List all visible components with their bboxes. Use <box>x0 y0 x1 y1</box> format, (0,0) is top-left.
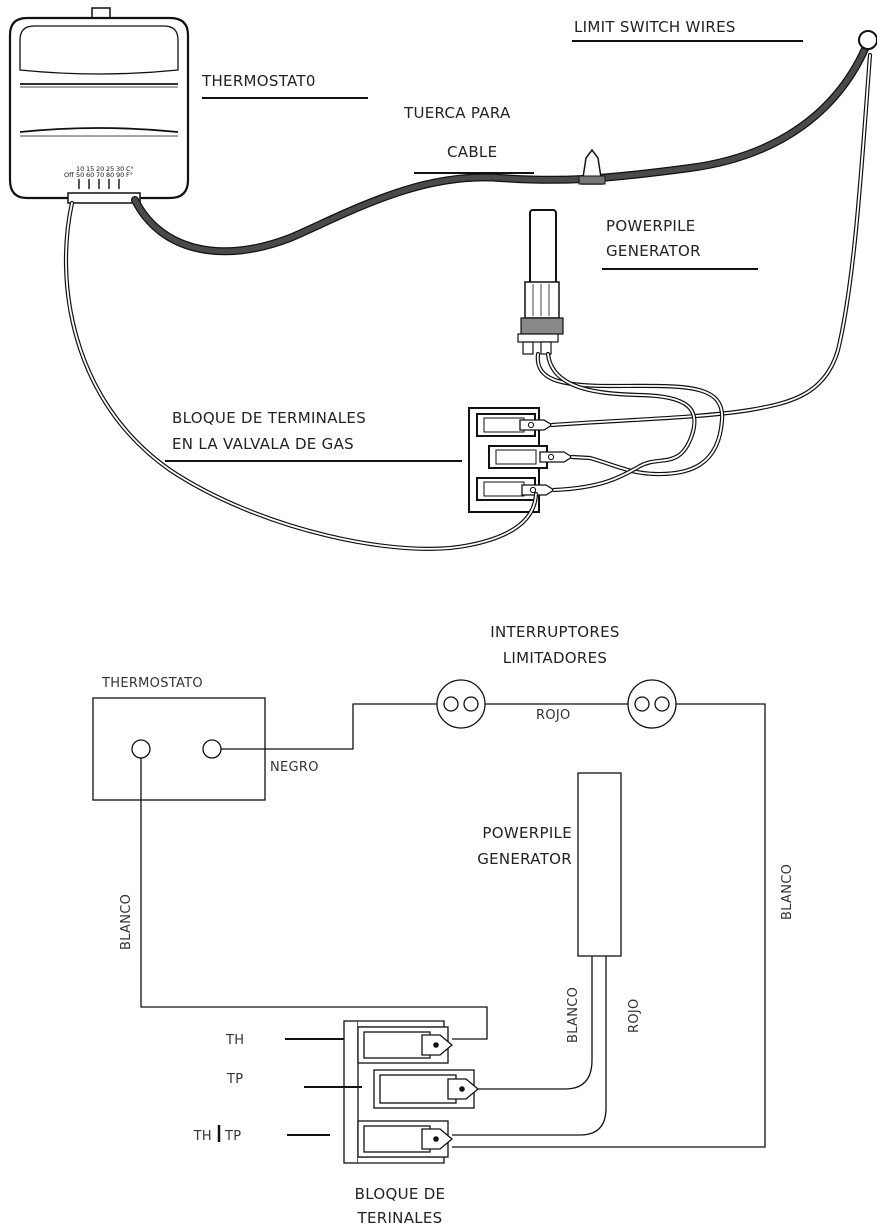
limit-switches-label-line2: LIMITADORES <box>503 649 607 667</box>
powerpile-label-top-line1: POWERPILE <box>606 217 696 235</box>
cable-nut-label-line2: CABLE <box>447 143 497 161</box>
thermostat-cover-top <box>19 25 179 75</box>
thermostat-terminal-right <box>202 739 222 759</box>
top-pictorial-diagram: 10 15 20 25 30 C° Off 50 60 70 80 90 F° <box>8 7 877 551</box>
terminal-block-label-top-line2: EN LA VALVALA DE GAS <box>172 435 354 453</box>
terminal-th-tp-label-right: TP <box>224 1129 241 1144</box>
scale-f-50: 50 <box>76 171 84 179</box>
wire-blanco-right <box>452 703 766 1148</box>
wire-negro-label: NEGRO <box>270 760 319 775</box>
thermostat-device: 10 15 20 25 30 C° Off 50 60 70 80 90 F° <box>8 7 190 204</box>
wire-blanco-generator <box>478 956 593 1090</box>
wire-blanco-right-label: BLANCO <box>780 864 795 920</box>
scale-c-30: 30 <box>116 165 124 173</box>
schematic-wires <box>140 703 766 1148</box>
thermostat-label-top: THERMOSTAT0 <box>201 72 316 90</box>
powerpile-box <box>577 772 622 957</box>
scale-c-10: 10 <box>76 165 84 173</box>
terminal-block-schematic: BLOQUE DE TERINALES <box>343 1020 480 1226</box>
scale-c-25: 25 <box>106 165 114 173</box>
scale-f-unit: F° <box>126 171 133 179</box>
powerpile-label-bottom-line2: GENERATOR <box>477 850 572 868</box>
scale-f-60: 60 <box>86 171 94 179</box>
wire-labels: NEGRO ROJO BLANCO BLANCO BLANCO ROJO <box>119 708 795 1043</box>
bottom-schematic-diagram: THERMOSTATO INTERRUPTORES LIMITADORES PO… <box>92 623 795 1226</box>
scale-c-unit: C° <box>126 165 134 173</box>
scale-f-80: 80 <box>106 171 114 179</box>
wire-rojo-generator-label: ROJO <box>627 998 642 1033</box>
terminal-tp-label: TP <box>226 1072 243 1087</box>
terminal-block-frame <box>343 1020 359 1164</box>
terminal-block-label-top-line1: BLOQUE DE TERMINALES <box>172 409 366 427</box>
terminal-th-tp-label-left: TH <box>193 1129 212 1144</box>
wire-blanco-left <box>140 758 488 1040</box>
powerpile-generator-device <box>517 209 564 355</box>
powerpile-label-bottom-line1: POWERPILE <box>482 824 572 842</box>
top-wires <box>63 52 873 551</box>
scale-f-90: 90 <box>116 171 124 179</box>
scale-f-70: 70 <box>96 171 104 179</box>
cable-nut <box>578 148 606 185</box>
scale-off: Off <box>64 171 74 179</box>
powerpile-label-top-line2: GENERATOR <box>606 242 701 260</box>
powerpile-generator-schematic: POWERPILE GENERATOR <box>477 772 622 957</box>
wire-negro <box>221 703 437 750</box>
gas-valve-terminal-block <box>468 407 574 513</box>
thermostat-label-bottom: THERMOSTATO <box>101 676 203 691</box>
thermostat-body <box>8 16 190 200</box>
thermostat-schematic: THERMOSTATO <box>92 676 266 801</box>
limit-switch-wires-label: LIMIT SWITCH WIRES <box>574 18 736 36</box>
wire-blanco-generator-label: BLANCO <box>566 987 581 1043</box>
scale-c-20: 20 <box>96 165 104 173</box>
top-labels: THERMOSTAT0 LIMIT SWITCH WIRES TUERCA PA… <box>165 18 803 462</box>
wire-rojo-top-label: ROJO <box>536 708 571 723</box>
thermostat-scale: 10 15 20 25 30 C° Off 50 60 70 80 90 F° <box>64 165 134 189</box>
limit-switches-label-line1: INTERRUPTORES <box>490 623 619 641</box>
wire-rojo-generator <box>452 956 607 1136</box>
wire-blanco-left-label: BLANCO <box>119 894 134 950</box>
scale-c-15: 15 <box>86 165 94 173</box>
terminal-th-label: TH <box>225 1033 244 1048</box>
terminal-block-label-bottom-line1: BLOQUE DE <box>355 1185 446 1203</box>
terminal-block-label-bottom-line2: TERINALES <box>356 1209 442 1226</box>
terminal-pointers: TH TP TH TP <box>193 1033 362 1144</box>
limit-switch-cable <box>131 30 877 256</box>
thermostat-terminal-left <box>131 739 151 759</box>
cable-nut-label-line1: TUERCA PARA <box>403 104 511 122</box>
